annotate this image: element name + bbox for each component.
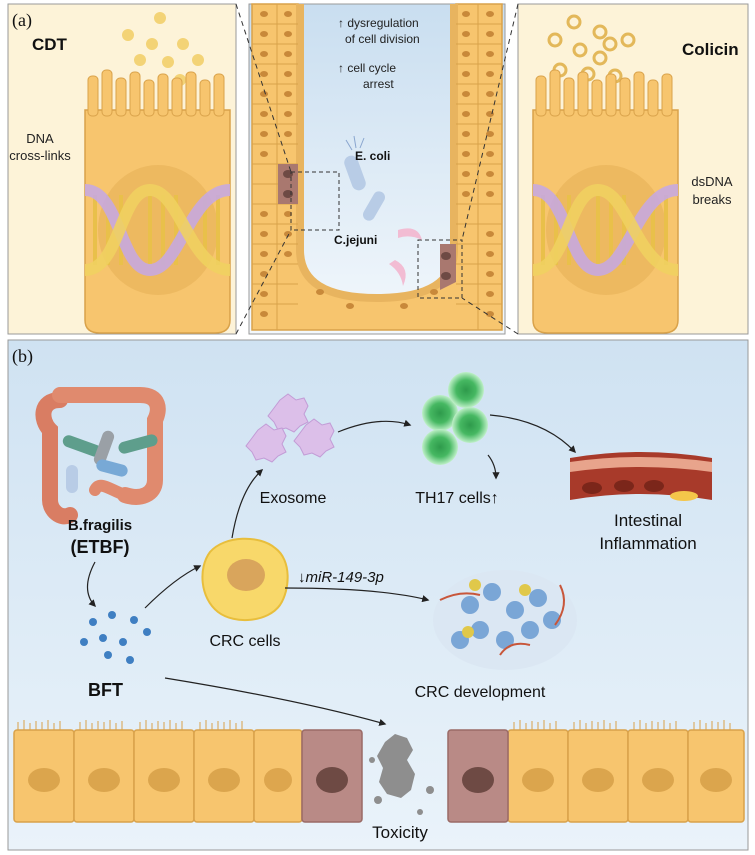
- colicin-cell: [532, 69, 679, 334]
- panel-b-label: (b): [12, 346, 33, 367]
- th17-cells: [422, 372, 488, 465]
- panel-a-label: (a): [12, 10, 32, 31]
- crypt-note2-line1: ↑ cell cycle: [338, 61, 396, 75]
- mirna-label: ↓miR-149-3p: [298, 569, 384, 586]
- th17-label: TH17 cells↑: [415, 490, 499, 507]
- pathway-arrows: [86, 414, 576, 726]
- ecoli-bacterium: [344, 135, 385, 221]
- toxicity-label: Toxicity: [372, 823, 428, 842]
- up-arrow-icon: ↑: [338, 61, 347, 75]
- colon-illustration: [35, 387, 166, 525]
- bft-particles: [80, 611, 151, 664]
- cjejuni-label: C.jejuni: [334, 233, 377, 247]
- crc-cells-label: CRC cells: [209, 633, 280, 650]
- panel-b: (b) B.fragilis (ETBF) BFT CRC cells: [7, 339, 749, 851]
- inflammation-line2: Inflammation: [599, 534, 696, 553]
- colicin-panel: Colicin: [517, 3, 749, 335]
- etbf-label: (ETBF): [71, 537, 130, 557]
- crypt-note2-line2: arrest: [363, 77, 394, 91]
- cdt-toxin-particles: [122, 12, 204, 86]
- disrupted-cell: [369, 734, 434, 815]
- cdt-cell: [84, 69, 231, 334]
- colicin-effect-line1: dsDNA: [691, 174, 733, 189]
- colicin-particles: [547, 14, 636, 84]
- crypt-note1-line2: of cell division: [345, 32, 420, 46]
- colicin-effect-line2: breaks: [692, 192, 732, 207]
- damaged-cells-ecoli: [278, 164, 340, 231]
- cdt-effect-line1: DNA: [26, 131, 54, 146]
- crc-tissue: [433, 570, 577, 670]
- exosome-cluster: [245, 393, 335, 463]
- damaged-cells-cjejuni: [417, 239, 463, 299]
- exosome-label: Exosome: [260, 490, 327, 507]
- crypt-note1-line1: ↑ dysregulation: [338, 16, 419, 30]
- cdt-effect-line2: cross-links: [9, 148, 71, 163]
- ecoli-label: E. coli: [355, 149, 390, 163]
- cjejuni-bacterium: [389, 228, 422, 286]
- colicin-title: Colicin: [682, 40, 739, 59]
- bfragilis-label: B.fragilis: [68, 517, 132, 534]
- intestinal-section: [570, 452, 712, 501]
- cdt-dna-helix: [84, 183, 231, 277]
- down-arrow-icon: ↓: [298, 569, 306, 586]
- up-arrow-icon: ↑: [338, 16, 347, 30]
- cdt-panel: (a) CDT: [7, 3, 237, 335]
- epithelial-row: [13, 720, 745, 823]
- up-arrow-icon: ↑: [491, 490, 499, 507]
- bft-label: BFT: [88, 680, 123, 700]
- crc-cell: [201, 537, 289, 622]
- panel-a: (a) CDT: [7, 3, 749, 335]
- zoom-connectors: [235, 3, 519, 335]
- crypt-panel: ↑ dysregulation of cell division ↑ cell …: [248, 3, 506, 335]
- crc-development-label: CRC development: [415, 684, 546, 701]
- colicin-dna-helix: [532, 183, 679, 277]
- cdt-title: CDT: [32, 35, 68, 54]
- crypt-nuclei: [260, 11, 494, 317]
- inflammation-line1: Intestinal: [614, 511, 682, 530]
